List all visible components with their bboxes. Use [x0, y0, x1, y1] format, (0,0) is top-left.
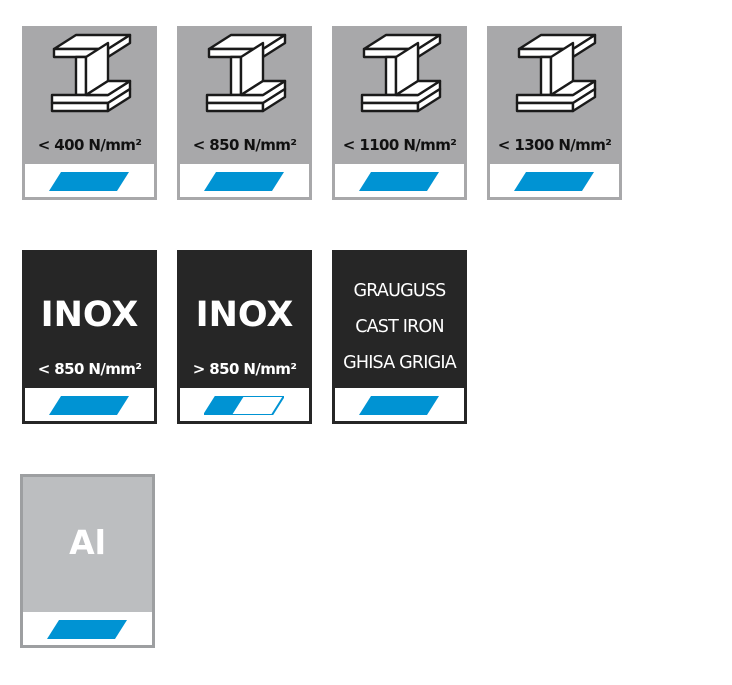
tile-inox-under-850: INOX < 850 N/mm² — [22, 250, 157, 424]
bar-fill — [359, 172, 439, 191]
suitability-strip — [25, 164, 154, 197]
bar-fill — [204, 396, 244, 415]
aluminium-symbol: Al — [69, 523, 106, 562]
suitability-strip — [335, 388, 464, 421]
strength-label: < 400 N/mm² — [37, 136, 142, 154]
suitability-bar — [204, 396, 284, 415]
tile-panel: GRAUGUSS CAST IRON GHISA GRIGIA — [335, 253, 464, 388]
strength-label: < 1300 N/mm² — [497, 136, 612, 154]
tile-cast-iron: GRAUGUSS CAST IRON GHISA GRIGIA — [332, 250, 467, 424]
suitability-strip — [335, 164, 464, 197]
beam-face — [74, 55, 88, 97]
tile-panel: < 850 N/mm² — [180, 29, 309, 164]
bar-fill — [49, 172, 129, 191]
steel-i-beam-icon — [50, 33, 132, 113]
label-ghisa-grigia: GHISA GRIGIA — [343, 353, 457, 373]
beam-face — [549, 79, 597, 97]
label-cast-iron: CAST IRON — [355, 317, 444, 337]
tile-steel-1300: < 1300 N/mm² — [487, 26, 622, 200]
tile-aluminium: Al — [20, 474, 155, 648]
suitability-bar — [359, 396, 439, 415]
beam-face — [571, 87, 597, 113]
suitability-strip — [490, 164, 619, 197]
beam-face — [50, 101, 110, 113]
suitability-bar — [204, 172, 284, 191]
tile-panel: < 1100 N/mm² — [335, 29, 464, 164]
bar-fill — [49, 396, 129, 415]
suitability-strip — [23, 612, 152, 645]
strength-label: > 850 N/mm² — [192, 360, 297, 378]
tile-inox-over-850: INOX > 850 N/mm² — [177, 250, 312, 424]
beam-face — [106, 87, 132, 113]
beam-face — [239, 79, 287, 97]
beam-face — [539, 55, 553, 97]
tile-panel: < 1300 N/mm² — [490, 29, 619, 164]
steel-i-beam-icon — [360, 33, 442, 113]
beam-face — [416, 87, 442, 113]
tile-panel: INOX > 850 N/mm² — [180, 253, 309, 388]
beam-face — [261, 87, 287, 113]
suitability-bar — [514, 172, 594, 191]
beam-face — [384, 55, 398, 97]
suitability-bar — [359, 172, 439, 191]
tile-steel-850: < 850 N/mm² — [177, 26, 312, 200]
suitability-strip — [180, 388, 309, 421]
suitability-strip — [180, 164, 309, 197]
tile-panel: Al — [23, 477, 152, 612]
tile-steel-400: < 400 N/mm² — [22, 26, 157, 200]
steel-i-beam-icon — [515, 33, 597, 113]
beam-face — [229, 55, 243, 97]
beam-face — [360, 101, 420, 113]
bar-fill — [204, 172, 284, 191]
strength-label: < 1100 N/mm² — [342, 136, 457, 154]
steel-i-beam-icon — [205, 33, 287, 113]
strength-label: < 850 N/mm² — [37, 360, 142, 378]
bar-fill — [514, 172, 594, 191]
beam-face — [205, 101, 265, 113]
beam-face — [84, 79, 132, 97]
inox-label: INOX — [40, 295, 139, 335]
cast-iron-labels: GRAUGUSS CAST IRON GHISA GRIGIA — [335, 273, 464, 381]
suitability-bar — [49, 396, 129, 415]
beam-face — [515, 101, 575, 113]
beam-face — [394, 79, 442, 97]
tile-panel: INOX < 850 N/mm² — [25, 253, 154, 388]
suitability-bar — [49, 172, 129, 191]
label-grauguss: GRAUGUSS — [353, 281, 447, 301]
suitability-bar — [47, 620, 127, 639]
bar-fill — [359, 396, 439, 415]
bar-fill — [47, 620, 127, 639]
strength-label: < 850 N/mm² — [192, 136, 297, 154]
tile-panel: < 400 N/mm² — [25, 29, 154, 164]
tile-steel-1100: < 1100 N/mm² — [332, 26, 467, 200]
suitability-strip — [25, 388, 154, 421]
inox-label: INOX — [195, 295, 294, 335]
